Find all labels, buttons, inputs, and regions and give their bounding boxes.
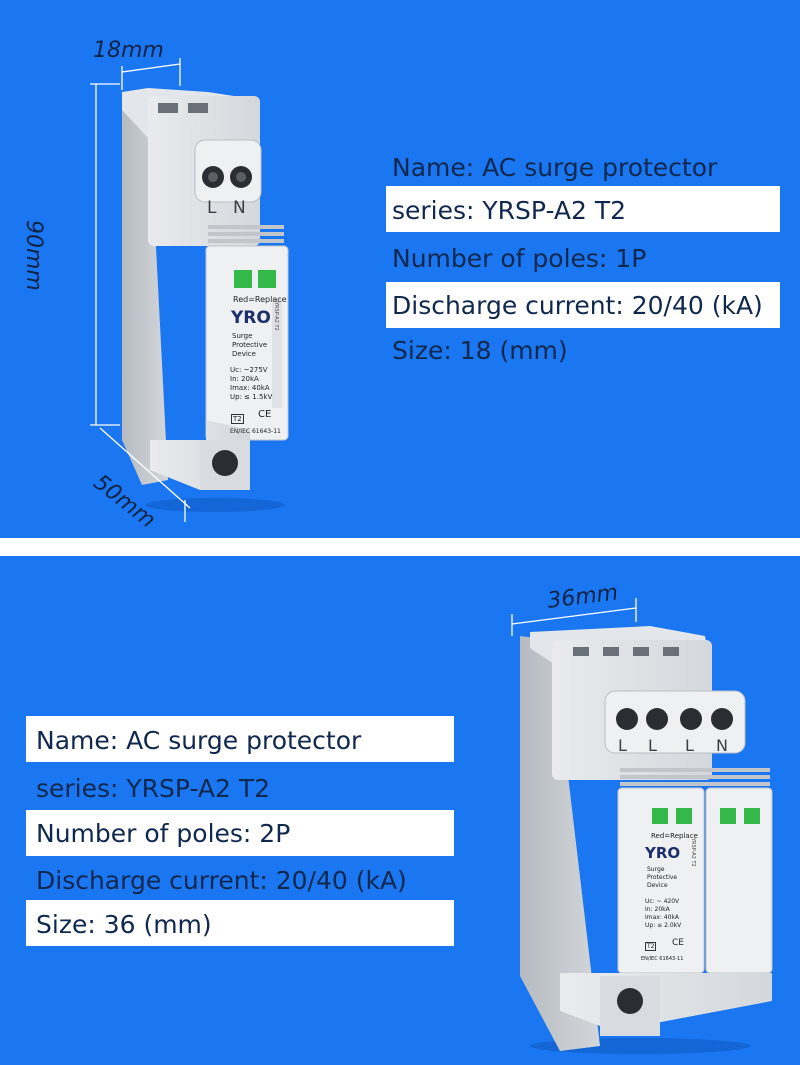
device-side-face (520, 636, 600, 1051)
rating-key: Up: (645, 922, 656, 929)
ce-mark-icon: CE (258, 409, 272, 420)
brand-logo: YRO (231, 308, 271, 328)
terminal-label-l: L (618, 736, 627, 755)
rating-value: 40kA (251, 384, 270, 392)
spec-discharge: Discharge current: 20/40 (kA) (392, 291, 763, 320)
device-1p-illustration (90, 58, 289, 522)
rating-value: ≤ 2.0kV (657, 922, 682, 929)
rating-value: 20kA (241, 375, 259, 383)
rating-key: Up: (230, 393, 242, 401)
status-indicator-icon (720, 808, 736, 824)
device-type: Surge Protective Device (232, 332, 268, 358)
spec-series: series: YRSP-A2 T2 (36, 774, 271, 803)
spec-poles: Number of poles: 1P (392, 244, 647, 273)
device-2p-illustration (511, 598, 773, 1054)
screw-terminal-icon (711, 708, 733, 730)
side-series-label: YRSP-A2 T2 (690, 838, 696, 867)
brand-label: Red=Replace (233, 295, 287, 304)
spec-highlight (26, 716, 454, 762)
dimension-width: 18mm (93, 38, 164, 63)
dimension-lines (90, 58, 191, 522)
lower-screw-icon (212, 450, 238, 476)
standard-label: EN/IEC 61643-11 (641, 956, 684, 962)
class-badge: T2 (231, 414, 244, 424)
spec-highlight (386, 186, 780, 232)
brand-logo: YRO (645, 844, 681, 862)
standard-label: EN/IEC 61643-11 (230, 428, 281, 435)
panel-2p: L L L N Red=Replace YRO Surge Protective… (0, 556, 800, 1065)
spec-discharge: Discharge current: 20/40 (kA) (36, 866, 407, 895)
device-side-face (122, 92, 168, 485)
spec-name: Name: AC surge protector (392, 153, 718, 182)
device-ratings: Uc: ~ 420V In: 20kA Imax: 40kA Up: ≤ 2.0… (645, 898, 681, 930)
device-type: Surge Protective Device (647, 866, 678, 889)
rating-key: Imax: (230, 384, 250, 392)
spec-size: Size: 18 (mm) (392, 336, 568, 365)
class-badge: T2 (645, 942, 657, 951)
spec-name: Name: AC surge protector (36, 726, 362, 755)
terminal-label-l: L (685, 736, 694, 755)
rating-key: In: (230, 375, 239, 383)
rating-value: ~ 420V (656, 898, 680, 905)
rating-key: In: (645, 906, 653, 913)
side-series-label: YRSP-A2 T2 (273, 302, 279, 331)
device-module-2 (705, 787, 773, 974)
rating-value: ≤ 1.5kV (244, 393, 273, 401)
terminal-label-n: N (716, 736, 728, 755)
status-indicator-icon (234, 270, 252, 288)
rating-value: ~275V (243, 366, 268, 374)
ce-mark-icon: CE (672, 938, 684, 948)
brand-label: Red=Replace (651, 832, 698, 840)
spec-series: series: YRSP-A2 T2 (392, 196, 627, 225)
screw-terminal-icon (646, 708, 668, 730)
lower-screw-icon (617, 988, 643, 1014)
terminal-label-l: L (648, 736, 657, 755)
spec-highlight (26, 810, 454, 856)
screw-terminal-icon (680, 708, 702, 730)
rating-value: 20kA (654, 906, 670, 913)
panel-1p: L N Red=Replace YRO Surge Protective Dev… (0, 0, 800, 538)
screw-terminal-icon (616, 708, 638, 730)
status-indicator-icon (676, 808, 692, 824)
dimension-lines (511, 598, 637, 636)
dimension-height: 90mm (21, 220, 46, 291)
device-ratings: Uc: ~275V In: 20kA Imax: 40kA Up: ≤ 1.5k… (230, 366, 272, 402)
terminal-label-l: L (207, 198, 217, 218)
status-indicator-icon (744, 808, 760, 824)
status-indicator-icon (652, 808, 668, 824)
spec-size: Size: 36 (mm) (36, 910, 212, 939)
rating-key: Imax: (645, 914, 662, 921)
rating-key: Uc: (230, 366, 242, 374)
spec-poles: Number of poles: 2P (36, 819, 291, 848)
status-indicator-icon (258, 270, 276, 288)
terminal-label-n: N (233, 198, 246, 218)
spec-highlight (386, 282, 780, 328)
spec-highlight (26, 900, 454, 946)
rating-value: 40kA (663, 914, 680, 921)
rating-key: Uc: (645, 898, 655, 905)
